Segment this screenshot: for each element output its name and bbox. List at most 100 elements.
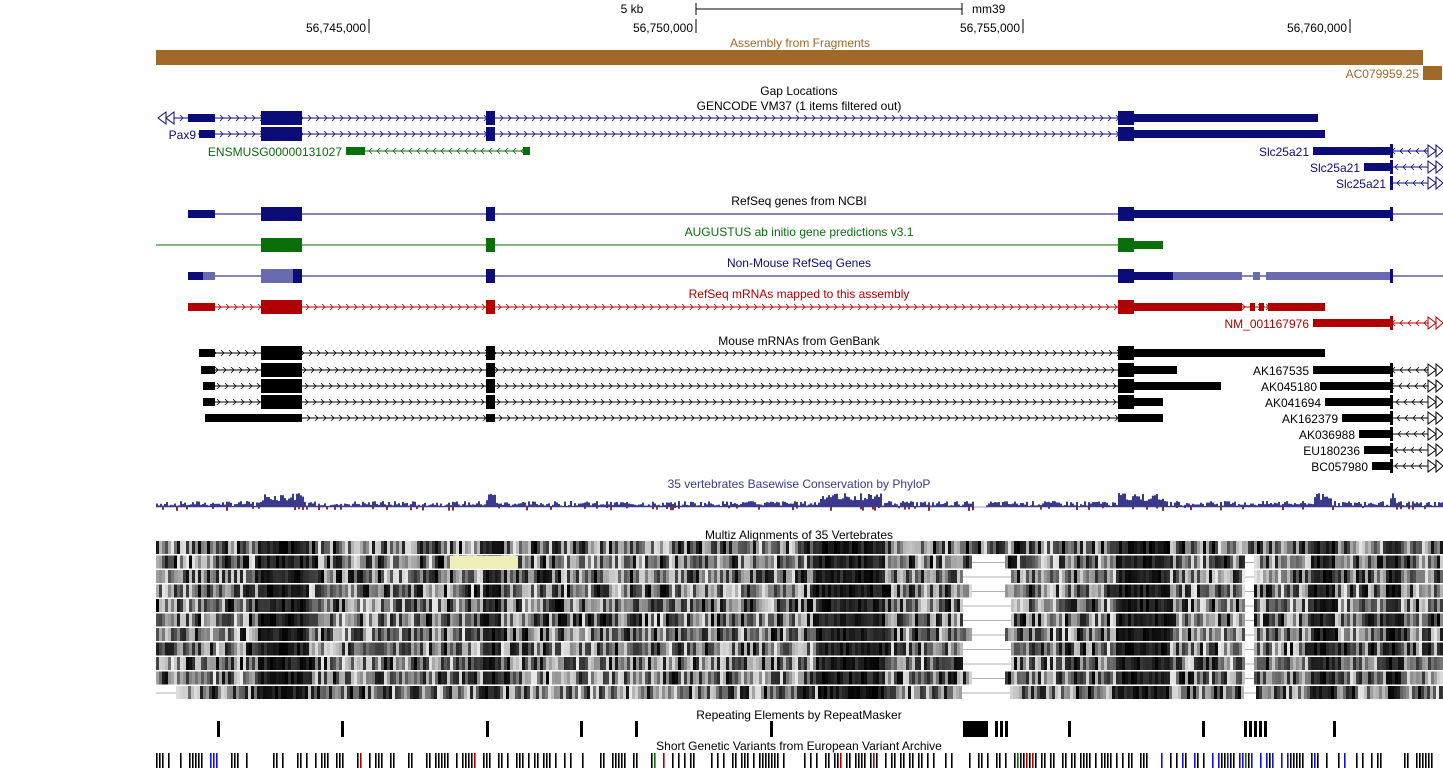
track-phylop[interactable]: 35 vertebrates Basewise Conservation by … — [156, 477, 1443, 511]
mrna-slc25a21-1-exon-0[interactable] — [1320, 382, 1392, 390]
multiz-row-3[interactable] — [156, 584, 1443, 598]
nonmouse-refseq-pax9-exon-2[interactable] — [261, 269, 293, 283]
mrna-slc25a21-5-exon-0[interactable] — [1364, 446, 1392, 454]
mrna-label-eu180236[interactable]: EU180236 — [1303, 444, 1360, 458]
mrna-pax9-2-exon-2[interactable] — [486, 363, 495, 377]
multiz-row-6[interactable] — [156, 628, 1443, 641]
gencode-ensmusg-nc-exon-0[interactable] — [346, 147, 365, 155]
gene-label-pax9[interactable]: Pax9 — [169, 128, 197, 142]
mrna-pax9-5-exon-2[interactable] — [1118, 414, 1163, 422]
refseq-pax9-exon-4[interactable] — [1134, 210, 1392, 218]
gencode-ensmusg-nc[interactable] — [346, 147, 530, 155]
augustus-prediction[interactable] — [156, 238, 1163, 252]
mrna-label-ak041694[interactable]: AK041694 — [1265, 396, 1321, 410]
track-nonmouse-refseq[interactable]: Non-Mouse RefSeq Genes — [188, 256, 1443, 283]
gencode-slc25a21-tx2[interactable] — [1364, 160, 1432, 174]
mrna-pax9-1-exon-1[interactable] — [261, 346, 302, 360]
mrna-pax9-2-exon-4[interactable] — [1134, 366, 1177, 374]
multiz-row-4[interactable] — [156, 599, 1443, 612]
augustus-prediction-exon-1[interactable] — [486, 238, 495, 252]
mrna-slc25a21-5-exon-1[interactable] — [1390, 443, 1393, 457]
mrna-slc25a21-0-exon-0[interactable] — [1313, 366, 1392, 374]
mrna-label-ak167535[interactable]: AK167535 — [1253, 364, 1309, 378]
mrna-pax9-2-exon-0[interactable] — [201, 366, 215, 374]
gencode-pax9-tx1-exon-0[interactable] — [188, 114, 215, 122]
refseq-pax9-exon-0[interactable] — [188, 210, 215, 218]
gencode-pax9-tx2-exon-4[interactable] — [1134, 130, 1325, 138]
refseq-mrna-pax9-exon-2[interactable] — [486, 300, 495, 314]
mrna-pax9-1-exon-4[interactable] — [1134, 349, 1325, 357]
mrna-pax9-3-exon-1[interactable] — [261, 379, 302, 393]
augustus-prediction-exon-2[interactable] — [1118, 238, 1134, 252]
gencode-ensmusg-nc-exon-1[interactable] — [523, 147, 530, 155]
mrna-pax9-5[interactable] — [205, 414, 1163, 422]
multiz-row-2[interactable] — [156, 570, 1443, 583]
track-refseq[interactable]: RefSeq genes from NCBI — [188, 194, 1443, 221]
mrna-slc25a21-4-exon-0[interactable] — [1359, 430, 1392, 438]
mrna-label-ak036988[interactable]: AK036988 — [1299, 428, 1355, 442]
gencode-slc25a21-tx1[interactable] — [1313, 144, 1432, 158]
mrna-pax9-3-exon-4[interactable] — [1134, 382, 1221, 390]
nonmouse-refseq-pax9-exon-6[interactable] — [1134, 272, 1147, 280]
nonmouse-refseq-pax9-exon-0[interactable] — [188, 272, 203, 280]
mrna-pax9-3-exon-2[interactable] — [486, 379, 495, 393]
gencode-slc25a21-tx1-exon-0[interactable] — [1313, 147, 1392, 155]
track-refseq-mrna[interactable]: RefSeq mRNAs mapped to this assembly NM_… — [188, 287, 1443, 331]
gencode-features[interactable] — [157, 111, 1443, 191]
mrna-slc25a21-4[interactable] — [1359, 427, 1432, 441]
refseq-mrna-pax9-exon-5[interactable] — [1250, 303, 1255, 311]
gencode-pax9-tx1-exon-4[interactable] — [1134, 114, 1318, 122]
refseq-pax9-exon-3[interactable] — [1118, 207, 1134, 221]
refseq-pax9-exon-5[interactable] — [1390, 207, 1393, 221]
refseq-mrna-pax9-exon-0[interactable] — [188, 303, 215, 311]
mrna-pax9-3[interactable] — [203, 379, 1221, 393]
mrna-pax9-3-exon-0[interactable] — [203, 382, 215, 390]
gencode-slc25a21-tx3[interactable] — [1390, 176, 1432, 190]
mrna-pax9-4-exon-3[interactable] — [1118, 395, 1134, 409]
multiz-row-5[interactable] — [156, 613, 1443, 627]
mrna-pax9-3-exon-3[interactable] — [1118, 379, 1134, 393]
mrna-slc25a21-1-exon-1[interactable] — [1390, 379, 1393, 393]
mrna-pax9-4[interactable] — [203, 395, 1163, 409]
gene-label-slc25a21-1[interactable]: Slc25a21 — [1259, 145, 1309, 159]
mrna-label-ak162379[interactable]: AK162379 — [1282, 412, 1338, 426]
multiz-alignment-rows[interactable] — [156, 541, 1443, 699]
gencode-pax9-tx2-exon-0[interactable] — [199, 130, 215, 138]
nonmouse-refseq-pax9-exon-8[interactable] — [1173, 272, 1242, 280]
refseq-pax9-exon-1[interactable] — [261, 207, 302, 221]
refseq-mrna-pax9-exon-1[interactable] — [261, 300, 302, 314]
augustus-prediction-exon-3[interactable] — [1134, 241, 1163, 249]
track-gap[interactable]: Gap Locations — [760, 84, 837, 98]
mrna-pax9-4-exon-4[interactable] — [1134, 398, 1163, 406]
mrna-slc25a21-2-exon-1[interactable] — [1390, 395, 1393, 409]
nonmouse-refseq-pax9-exon-10[interactable] — [1266, 272, 1392, 280]
mrna-pax9-2-exon-3[interactable] — [1118, 363, 1134, 377]
augustus-prediction-exon-0[interactable] — [261, 238, 302, 252]
track-assembly[interactable]: Assembly from Fragments AC079959.25 — [156, 36, 1442, 81]
track-mouse-mrna[interactable]: Mouse mRNAs from GenBank AK167535 AK0451… — [199, 334, 1443, 474]
mrna-pax9-4-exon-1[interactable] — [261, 395, 302, 409]
nonmouse-refseq-pax9-exon-7[interactable] — [1147, 272, 1173, 280]
phylop-signal[interactable] — [156, 493, 1443, 511]
assembly-fragment-small[interactable] — [1423, 66, 1442, 80]
gencode-pax9-tx2[interactable] — [198, 127, 1325, 141]
gencode-pax9-tx1-exon-2[interactable] — [486, 111, 495, 125]
refseq-mrna-pax9-exon-6[interactable] — [1259, 303, 1264, 311]
nonmouse-refseq-pax9-exon-9[interactable] — [1253, 272, 1260, 280]
gencode-pax9-tx1-exon-3[interactable] — [1118, 111, 1134, 125]
mrna-pax9-2-exon-1[interactable] — [261, 363, 302, 377]
nonmouse-refseq-pax9-exon-1[interactable] — [203, 272, 215, 280]
gencode-slc25a21-tx2-exon-0[interactable] — [1364, 163, 1392, 171]
gencode-pax9-tx1-exon-1[interactable] — [261, 111, 302, 125]
nonmouse-refseq-pax9-exon-4[interactable] — [486, 269, 495, 283]
mrna-slc25a21-3-exon-1[interactable] — [1390, 411, 1393, 425]
gencode-pax9-tx2-exon-1[interactable] — [261, 127, 302, 141]
mrna-pax9-1[interactable] — [199, 346, 1325, 360]
refseq-mrna-pax9[interactable] — [188, 300, 1325, 314]
gene-label-slc25a21-2[interactable]: Slc25a21 — [1310, 161, 1360, 175]
mrna-label-bc057980[interactable]: BC057980 — [1311, 460, 1368, 474]
refseq-mrna-slc25a21[interactable] — [1313, 316, 1432, 330]
nonmouse-refseq-pax9-exon-11[interactable] — [1390, 269, 1393, 283]
